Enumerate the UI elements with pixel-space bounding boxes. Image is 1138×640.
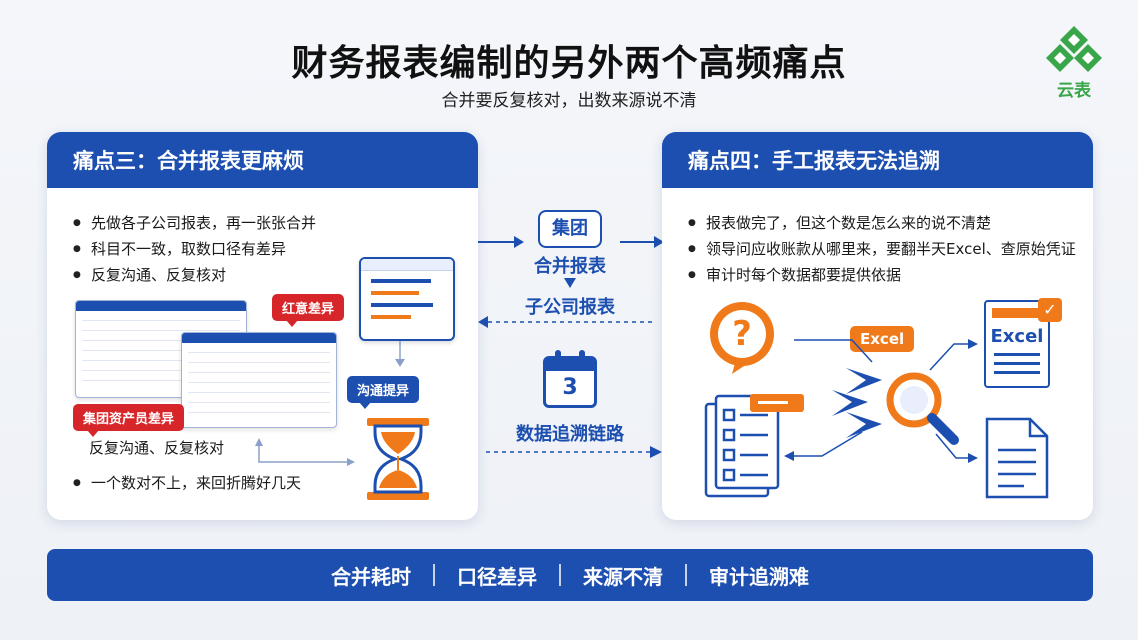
check-badge-icon: ✓ xyxy=(1038,298,1062,322)
page-subtitle: 合并要反复核对，出数来源说不清 xyxy=(441,91,697,111)
right-card-bullets: 报表做完了，但这个数是怎么来的说不清楚 领导问应收账款从哪里来，要翻半天Exce… xyxy=(688,210,1076,288)
left-card-bullets: 先做各子公司报表，再一张张合并 科目不一致，取数口径有差异 反复沟通、反复核对 xyxy=(73,210,316,288)
arrow-down-icon xyxy=(564,278,576,288)
divider xyxy=(685,564,687,586)
document-stack-icon xyxy=(704,394,780,498)
calendar-number: 3 xyxy=(562,375,578,400)
asset-difference-tag: 集团资产员差异 xyxy=(73,404,185,437)
difference-tag: 红意差异 xyxy=(272,294,345,327)
flow-arrows-icon xyxy=(784,339,882,461)
right-card: 痛点四：手工报表无法追溯 报表做完了，但这个数是怎么来的说不清楚 领导问应收账款… xyxy=(662,132,1093,520)
dashed-arrow-right-icon xyxy=(486,446,662,458)
summary-item: 合并耗时 xyxy=(331,564,411,589)
left-card-caption: 反复沟通、反复核对 xyxy=(89,439,225,457)
page-title: 财务报表编制的另外两个高频痛点 xyxy=(291,43,847,84)
list-item: 一个数对不上，来回折腾好几天 xyxy=(73,470,301,496)
logo: 云表 xyxy=(1042,24,1106,101)
connector-arrow-icon xyxy=(255,438,355,466)
left-card: 痛点三：合并报表更麻烦 先做各子公司报表，再一张张合并 科目不一致，取数口径有差… xyxy=(47,132,478,520)
calendar-ring xyxy=(579,350,585,362)
divider xyxy=(559,564,561,586)
list-item: 先做各子公司报表，再一张张合并 xyxy=(73,210,316,236)
excel-tag: Excel xyxy=(850,326,915,352)
logo-text: 云表 xyxy=(1057,81,1091,101)
spreadsheet-thumbnail xyxy=(181,332,337,428)
list-item: 领导问应收账款从哪里来，要翻半天Excel、查原始凭证 xyxy=(688,236,1076,262)
hourglass-icon xyxy=(367,418,429,500)
arrow-down-right-icon xyxy=(935,433,978,463)
subsidiary-label: 子公司报表 xyxy=(525,297,615,318)
summary-item: 来源不清 xyxy=(583,564,663,589)
arrow-down-icon xyxy=(395,341,405,367)
left-card-title: 痛点三：合并报表更麻烦 xyxy=(47,132,478,188)
group-box: 集团 xyxy=(538,210,602,248)
list-item: 反复沟通、反复核对 xyxy=(73,262,316,288)
calendar-ring xyxy=(555,350,561,362)
question-mark: ? xyxy=(732,314,752,354)
arrow-up-right-icon xyxy=(929,339,978,371)
calendar-icon: 3 xyxy=(543,356,597,408)
document-icon xyxy=(985,417,1049,499)
magnifier-icon xyxy=(886,372,959,445)
summary-bar: 合并耗时 口径差异 来源不清 审计追溯难 xyxy=(47,549,1093,601)
right-card-title: 痛点四：手工报表无法追溯 xyxy=(662,132,1093,188)
divider xyxy=(433,564,435,586)
arrow-right-icon xyxy=(478,236,524,248)
logo-icon xyxy=(1046,26,1102,72)
orange-note-icon xyxy=(750,394,804,412)
list-item: 科目不一致，取数口径有差异 xyxy=(73,236,316,262)
arrow-right-icon xyxy=(620,236,664,248)
list-item: 审计时每个数据都要提供依据 xyxy=(688,262,1076,288)
excel-document-label: Excel xyxy=(990,326,1044,347)
list-item: 报表做完了，但这个数是怎么来的说不清楚 xyxy=(688,210,1076,236)
excel-document-icon: Excel xyxy=(984,300,1050,388)
summary-item: 口径差异 xyxy=(457,564,537,589)
left-card-last-bullet: 一个数对不上，来回折腾好几天 xyxy=(73,470,301,496)
question-bubble-icon xyxy=(710,302,774,374)
dashed-arrow-left-icon xyxy=(478,316,654,328)
merge-label: 合并报表 xyxy=(534,256,606,277)
communicate-tag: 沟通提异 xyxy=(347,376,420,409)
report-panel-icon xyxy=(359,257,455,341)
trace-label: 数据追溯链路 xyxy=(516,424,624,445)
summary-item: 审计追溯难 xyxy=(709,564,809,589)
